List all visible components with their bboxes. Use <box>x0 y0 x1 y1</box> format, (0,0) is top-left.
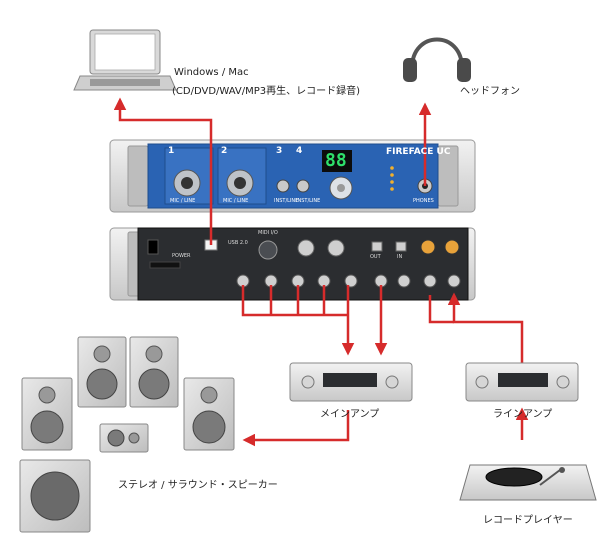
spdif-in-label: IN <box>397 254 403 260</box>
spdif-out-label: OUT <box>370 254 381 260</box>
channel-label-4: INST/LINE <box>296 198 321 204</box>
headphones-label: ヘッドフォン <box>460 86 520 97</box>
line-amp-icon <box>465 362 579 402</box>
power-label: POWER <box>172 253 191 259</box>
channel-number-1: 1 <box>168 146 175 156</box>
headphones-icon <box>403 37 471 82</box>
channel-number-3: 3 <box>276 146 283 156</box>
channel-number-2: 2 <box>221 146 228 156</box>
brand-label: FIREFACE UC <box>386 147 451 157</box>
main-amp-label: メインアンプ <box>320 409 380 420</box>
channel-label-1: MIC / LINE <box>170 198 196 204</box>
display-readout: 88 <box>325 150 347 171</box>
main-amp-icon <box>289 362 413 402</box>
line-amp-label: ラインアンプ <box>493 409 553 420</box>
signal-cables <box>113 97 529 447</box>
interface-rear-panel <box>109 227 476 301</box>
laptop-icon <box>73 29 177 91</box>
record-player-label: レコードプレイヤー <box>483 515 573 526</box>
phones-label: PHONES <box>413 198 434 204</box>
computer-label-line2: (CD/DVD/WAV/MP3再生、レコード録音) <box>172 86 361 97</box>
speakers-label: ステレオ / サラウンド・スピーカー <box>118 480 278 491</box>
speakers-icon <box>19 336 235 533</box>
channel-number-4: 4 <box>296 146 303 156</box>
usb-label: USB 2.0 <box>228 240 248 246</box>
interface-front-panel <box>109 139 476 213</box>
channel-label-3: INST/LINE <box>274 198 299 204</box>
computer-label-line1: Windows / Mac <box>174 67 249 78</box>
channel-label-2: MIC / LINE <box>223 198 249 204</box>
record-player-icon <box>459 464 597 501</box>
midi-label: MIDI I/O <box>258 230 278 236</box>
